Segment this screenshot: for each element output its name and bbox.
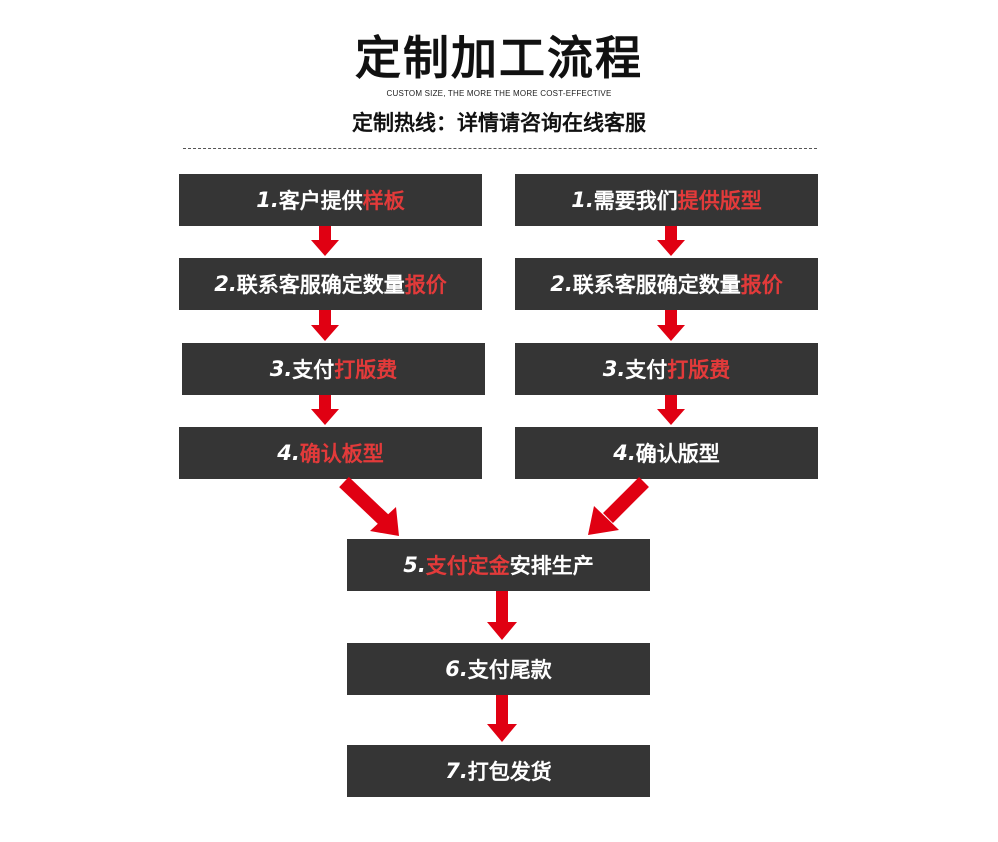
step-text: 支付: [292, 358, 335, 382]
step-text: 支付: [625, 358, 668, 382]
step-highlight: 报价: [404, 273, 447, 297]
step-number: 5.: [403, 553, 426, 577]
step-text: 确认版型: [635, 442, 720, 466]
dashed-divider: [183, 148, 817, 149]
step-number: 4.: [613, 441, 636, 465]
arrow-merge-right-shaft: [603, 477, 649, 523]
hotline-text: 定制热线：详情请咨询在线客服: [352, 111, 646, 135]
step-highlight: 打版费: [667, 358, 731, 382]
page-subtitle: CUSTOM SIZE, THE MORE THE MORE COST-EFFE…: [386, 89, 612, 98]
step-highlight: 确认板型: [299, 442, 384, 466]
step-highlight: 样板: [362, 189, 405, 213]
merged-step-7: 7.打包发货: [347, 745, 650, 797]
left-step-4: 4.确认板型: [179, 427, 482, 479]
step-number: 1.: [571, 188, 594, 212]
step-number: 6.: [445, 657, 468, 681]
right-step-3: 3.支付打版费: [515, 343, 818, 395]
page-title: 定制加工流程: [355, 31, 643, 85]
step-highlight: 支付定金: [425, 554, 510, 578]
step-text: 打包发货: [467, 760, 552, 784]
step-highlight: 报价: [740, 273, 783, 297]
right-step-2: 2.联系客服确定数量报价: [515, 258, 818, 310]
arrow-down-icon: [311, 226, 339, 256]
merged-step-6: 6.支付尾款: [347, 643, 650, 695]
step-text: 支付尾款: [467, 658, 552, 682]
step-text: 需要我们: [593, 189, 678, 213]
arrow-down-icon: [311, 310, 339, 341]
arrow-merge-left-icon: [370, 507, 399, 536]
arrow-merge-left-shaft: [339, 476, 389, 526]
arrow-down-icon: [487, 695, 517, 742]
arrow-down-icon: [657, 395, 685, 425]
step-number: 4.: [277, 441, 300, 465]
arrow-down-icon: [657, 226, 685, 256]
left-step-2: 2.联系客服确定数量报价: [179, 258, 482, 310]
arrow-down-icon: [487, 591, 517, 640]
arrow-down-icon: [311, 395, 339, 425]
step-text: 联系客服确定数量: [236, 273, 405, 297]
step-highlight: 打版费: [334, 358, 398, 382]
arrow-down-icon: [657, 310, 685, 341]
step-highlight: 提供版型: [677, 189, 762, 213]
right-step-1: 1.需要我们提供版型: [515, 174, 818, 226]
right-step-4: 4.确认版型: [515, 427, 818, 479]
merged-step-5: 5.支付定金安排生产: [347, 539, 650, 591]
step-text: 客户提供: [278, 189, 363, 213]
step-number: 2.: [550, 272, 573, 296]
step-number: 3.: [269, 357, 293, 381]
step-text: 安排生产: [509, 554, 594, 578]
left-step-1: 1.客户提供样板: [179, 174, 482, 226]
step-number: 7.: [445, 759, 468, 783]
step-number: 1.: [256, 188, 279, 212]
step-number: 2.: [214, 272, 237, 296]
arrow-merge-right-icon: [588, 506, 619, 535]
step-number: 3.: [602, 357, 626, 381]
step-text: 联系客服确定数量: [572, 273, 741, 297]
left-step-3: 3.支付打版费: [182, 343, 485, 395]
